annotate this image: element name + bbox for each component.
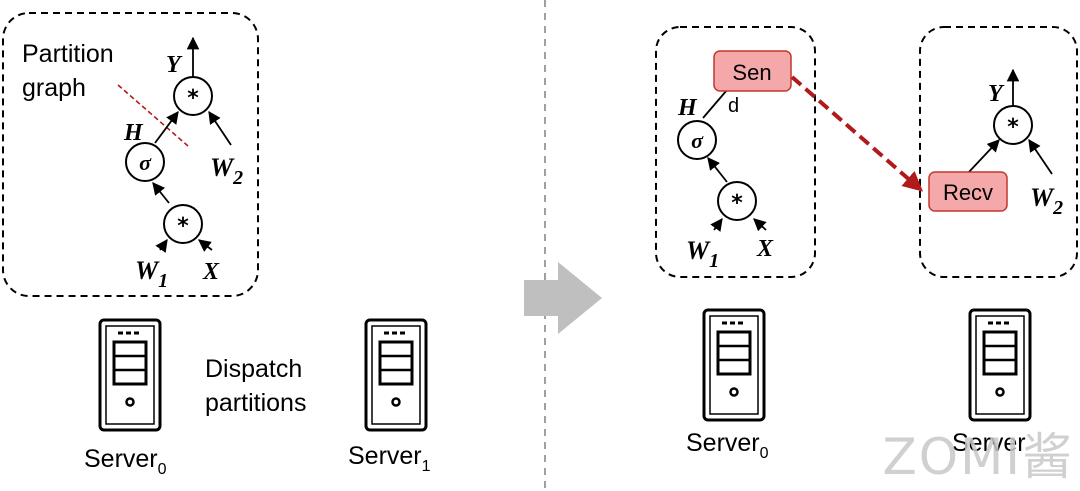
var-w2: W2 [210, 153, 243, 189]
var-w2-right: W2 [1030, 183, 1063, 219]
var-w1-right: W1 [686, 236, 719, 272]
server0-label-right: Server0 [686, 429, 769, 462]
edge-mul-to-sigma-right [707, 157, 728, 183]
server-icon-left-1 [364, 318, 428, 432]
server-icon-left-0 [98, 318, 162, 432]
partition-graph-label-line1: Partition [22, 40, 114, 68]
mul-node-top [173, 76, 213, 116]
transition-arrow-icon [524, 262, 602, 334]
edge-x-to-mul-right [753, 218, 767, 232]
server-icon-right-0 [702, 308, 766, 422]
mul-node-bottom [163, 204, 203, 244]
watermark: ZOMI酱 [883, 428, 1075, 486]
edge-h-to-send [702, 89, 728, 119]
edge-w1-to-mul-right [710, 217, 723, 232]
mul-node-top-symbol: * [187, 86, 199, 111]
left-graph-frame [2, 12, 259, 297]
var-x-right: X [756, 236, 774, 262]
mul-node-right-0-symbol: * [731, 191, 743, 216]
var-y: Y [166, 52, 183, 78]
dispatch-partitions-label-line2: partitions [205, 389, 306, 417]
mul-node-bottom-symbol: * [177, 214, 189, 239]
right-partition-frame-1 [919, 26, 1078, 278]
send-node [713, 50, 792, 92]
send-to-recv-arrow [790, 75, 924, 192]
mul-node-right-1-symbol: * [1007, 115, 1019, 140]
sigma-node-right [677, 120, 717, 160]
sigma-node-symbol: σ [139, 150, 152, 175]
mul-node-right-1 [993, 105, 1033, 145]
send-node-label: Sen [732, 60, 771, 85]
var-y-right: Y [988, 81, 1005, 107]
right-partition-frame-0 [655, 26, 816, 278]
edge-w2-to-mul-right [1028, 138, 1053, 175]
send-node-label-overflow: d [728, 95, 739, 117]
var-w1: W1 [135, 256, 168, 292]
edge-sigma-to-mul [154, 110, 179, 144]
right-panel: Sen d σ * H W1 X * Recv Y W2 [655, 26, 1078, 462]
left-panel: Partition graph * σ * Y H W2 W1 X [2, 12, 431, 478]
recv-node-label: Recv [943, 180, 993, 205]
recv-node [928, 171, 1008, 212]
server1-label-left: Server1 [348, 442, 431, 475]
sigma-node [125, 142, 165, 182]
server0-label-left: Server0 [84, 445, 167, 478]
edge-mul-to-sigma [152, 182, 170, 204]
edge-w1-to-mul [155, 238, 168, 253]
var-h-right: H [677, 95, 698, 121]
server1-label-right-partial: Server [952, 429, 1026, 457]
dispatch-partitions-label-line1: Dispatch [205, 355, 302, 383]
sigma-node-right-symbol: σ [691, 128, 704, 153]
edge-w2-to-mul [208, 110, 232, 146]
edge-recv-to-mul [967, 139, 1000, 174]
var-x: X [202, 259, 220, 285]
server-icon-right-1 [968, 308, 1032, 422]
edge-x-to-mul [198, 239, 213, 252]
partition-graph-label-line2: graph [22, 74, 86, 102]
var-h: H [123, 120, 144, 146]
mul-node-right-0 [717, 181, 757, 221]
